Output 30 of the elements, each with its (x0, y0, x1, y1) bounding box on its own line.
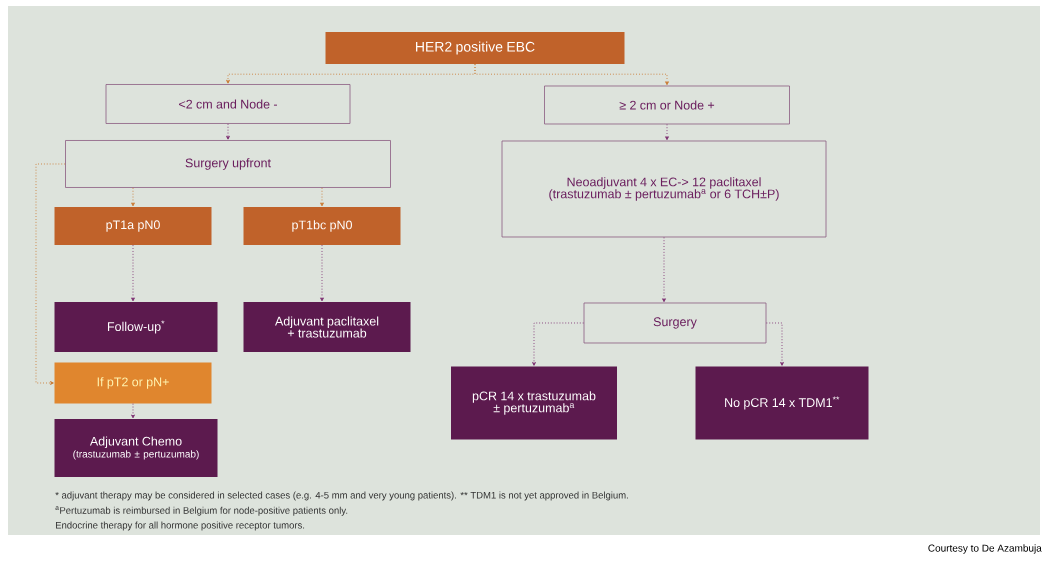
condition-box: <2 cm and Node - (105, 84, 351, 124)
condition-box: Neoadjuvant 4 x EC-> 12 paclitaxel (trastuzumab ± pertuzumab$^{a}$ or 6 TCH±P) (501, 140, 827, 238)
arrow (226, 123, 230, 140)
arrow (35, 163, 66, 385)
decision-box: pT1a pN0 (54, 207, 212, 245)
arrow (320, 187, 324, 207)
treatment-box: Follow-up$^{*}$ (54, 302, 218, 352)
condition-box: Surgery upfront (65, 140, 391, 188)
footnote: * adjuvant therapy may be considered in selected cases (e.g. 4-5 mm and very young patients). ** TDM1 is not yet approved in Belgium. (55, 491, 628, 501)
arrow (131, 244, 135, 302)
arrow (131, 403, 135, 419)
treatment-box: No pCR 14 x TDM1$^{**}$ (695, 366, 869, 440)
treatment-box: Adjuvant paclitaxel + trastuzumab (243, 302, 411, 352)
decision-box: HER2 positive EBC (325, 32, 625, 64)
arrow (765, 322, 784, 366)
arrow (532, 322, 585, 366)
arrow (665, 123, 669, 141)
credit-text: Courtesy to De Azambuja (928, 544, 1042, 554)
treatment-box: Adjuvant Chemo (trastuzumab ± pertuzumab) (54, 419, 218, 477)
arrow (474, 63, 669, 86)
condition-box: Surgery (583, 302, 767, 344)
treatment-box: pCR 14 x trastuzumab ± pertuzumab$^{a}$ (451, 366, 617, 440)
decision-box: pT1bc pN0 (243, 207, 401, 245)
footnote: $^{a}$Pertuzumab is reimbursed in Belgium for node-positive patients only. (55, 506, 348, 516)
footnote: Endocrine therapy for all hormone positive receptor tumors. (56, 521, 305, 531)
condition-box: ≥ 2 cm or Node + (544, 85, 790, 125)
arrow (320, 244, 324, 302)
condition-box: If pT2 or pN+ (54, 362, 212, 404)
arrow (662, 236, 666, 303)
arrow (131, 187, 135, 207)
